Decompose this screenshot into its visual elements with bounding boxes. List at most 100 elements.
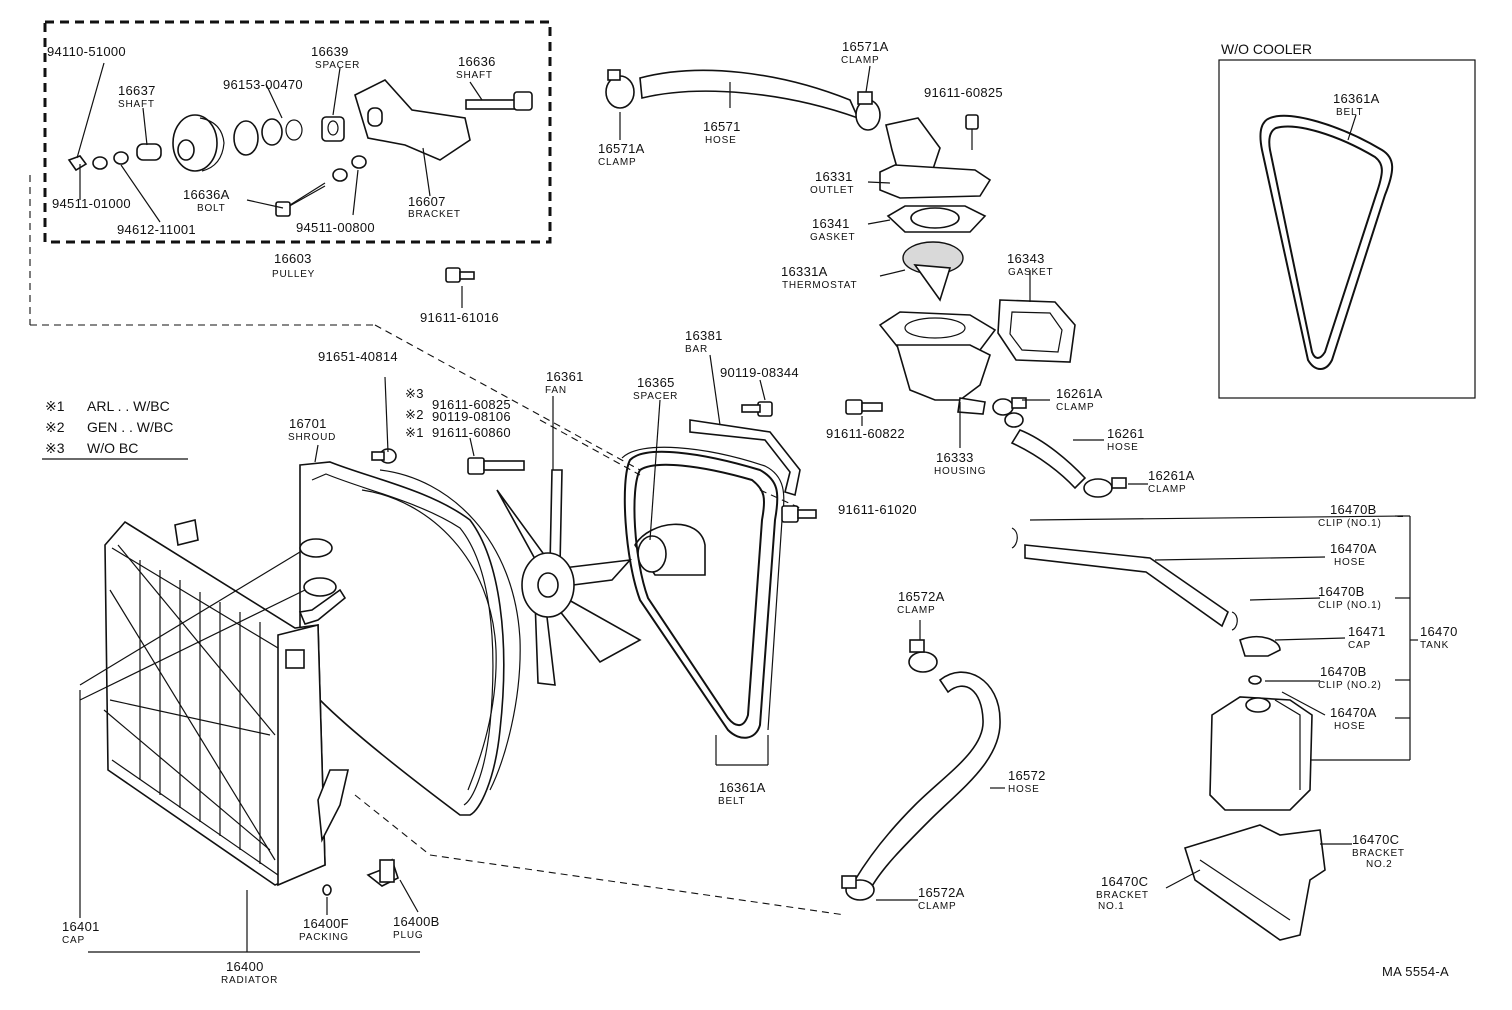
name-16361: FAN — [545, 385, 567, 396]
name-16365: SPACER — [633, 391, 678, 402]
name-16343: GASKET — [1008, 267, 1053, 278]
bolt-91611-60822 — [845, 399, 883, 415]
label-16343: 16343 — [1007, 251, 1045, 266]
label-16401: 16401 — [62, 919, 100, 934]
label-16470B-2: 16470B — [1318, 584, 1365, 599]
name-16333: HOUSING — [934, 466, 986, 477]
pulley-group — [43, 20, 552, 244]
name-16400B: PLUG — [393, 930, 423, 941]
name-16470B-3: CLIP (NO.2) — [1318, 680, 1382, 691]
name-16470C-no2: BRACKET — [1352, 848, 1405, 859]
label-16361: 16361 — [546, 369, 584, 384]
label-16607: 16607 — [408, 194, 446, 209]
name-16636: SHAFT — [456, 70, 493, 81]
name-16571A-left: CLAMP — [598, 157, 636, 168]
label-16470B-3: 16470B — [1320, 664, 1367, 679]
name-16261A-top: CLAMP — [1056, 402, 1094, 413]
label-91651-40814: 91651-40814 — [318, 349, 398, 364]
name-16571A-top: CLAMP — [841, 55, 879, 66]
legend-mark-3: ※3 — [45, 440, 65, 456]
legend-text-3: W/O BC — [87, 440, 138, 456]
name-16381: BAR — [685, 344, 708, 355]
fan-bolt-drawing — [467, 457, 525, 475]
fan-bolt-num-3: 91611-60860 — [432, 425, 511, 440]
legend-mark-1: ※1 — [45, 398, 65, 414]
label-16470: 16470 — [1420, 624, 1458, 639]
name-16470C-no1: BRACKET — [1096, 890, 1149, 901]
name-16572A-top: CLAMP — [897, 605, 935, 616]
label-16636: 16636 — [458, 54, 496, 69]
label-16365: 16365 — [637, 375, 675, 390]
label-16603: 16603 — [274, 251, 312, 266]
fan-bolt-mark-1: ※3 — [405, 386, 424, 401]
label-16572A-bottom: 16572A — [918, 885, 965, 900]
name-16470A-1: HOSE — [1334, 557, 1366, 568]
label-94110-51000: 94110-51000 — [47, 44, 126, 59]
label-16333: 16333 — [936, 450, 974, 465]
lower-hose-drawing — [841, 639, 1001, 901]
name-16572A-bottom: CLAMP — [918, 901, 956, 912]
inset-without-cooler — [1218, 59, 1476, 399]
name-16261: HOSE — [1107, 442, 1139, 453]
name-16607: BRACKET — [408, 209, 461, 220]
name-16341: GASKET — [810, 232, 855, 243]
legend-mark-2: ※2 — [45, 419, 65, 435]
name-16470A-2: HOSE — [1334, 721, 1366, 732]
label-16639: 16639 — [311, 44, 349, 59]
label-91611-61016: 91611-61016 — [420, 310, 499, 325]
label-94612-11001: 94612-11001 — [117, 222, 196, 237]
sub-16470C-no1: NO.1 — [1098, 901, 1125, 912]
shroud-drawing — [299, 448, 521, 816]
label-94511-00800: 94511-00800 — [296, 220, 375, 235]
label-16571: 16571 — [703, 119, 741, 134]
name-16470: TANK — [1420, 640, 1449, 651]
name-16400F: PACKING — [299, 932, 349, 943]
drawing-code: MA 5554-A — [1382, 964, 1449, 979]
label-16470A-2: 16470A — [1330, 705, 1377, 720]
label-16470B-1: 16470B — [1330, 502, 1377, 517]
fan-bolt-mark-3: ※1 — [405, 425, 424, 440]
name-16331A: THERMOSTAT — [782, 280, 857, 291]
label-16261: 16261 — [1107, 426, 1145, 441]
pulley-drawing — [67, 79, 533, 217]
name-16361A-inset: BELT — [1336, 107, 1363, 118]
label-16471: 16471 — [1348, 624, 1386, 639]
label-94511-01000: 94511-01000 — [52, 196, 131, 211]
name-16400: RADIATOR — [221, 975, 278, 986]
fan-bolt-mark-2: ※2 — [405, 407, 424, 422]
label-16470C-no1: 16470C — [1101, 874, 1148, 889]
name-16639: SPACER — [315, 60, 360, 71]
label-16571A-top: 16571A — [842, 39, 889, 54]
legend-text-2: GEN . . W/BC — [87, 419, 173, 435]
label-16361A-belt: 16361A — [719, 780, 766, 795]
label-16400B: 16400B — [393, 914, 440, 929]
bolt-90119-08344 — [741, 401, 773, 417]
name-16636A: BOLT — [197, 203, 226, 214]
label-16572: 16572 — [1008, 768, 1046, 783]
name-16572: HOSE — [1008, 784, 1040, 795]
name-16261A-bottom: CLAMP — [1148, 484, 1186, 495]
fan-drawing — [496, 419, 801, 739]
name-16331: OUTLET — [810, 185, 854, 196]
bolt-91611-61016 — [445, 267, 475, 308]
label-91611-60822: 91611-60822 — [826, 426, 905, 441]
label-16636A: 16636A — [183, 187, 230, 202]
reserve-tank-drawing — [1011, 527, 1326, 941]
legend: ※1 ARL . . W/BC ※2 GEN . . W/BC ※3 W/O B… — [42, 398, 188, 460]
name-16603: PULLEY — [272, 269, 315, 280]
label-16572A-top: 16572A — [898, 589, 945, 604]
bypass-hose-drawing — [992, 397, 1127, 498]
label-16637: 16637 — [118, 83, 156, 98]
label-16331: 16331 — [815, 169, 853, 184]
fan-bolt-num-1: 91611-60825 — [432, 397, 511, 412]
name-16701: SHROUD — [288, 432, 336, 443]
name-16361A-belt: BELT — [718, 796, 745, 807]
name-16637: SHAFT — [118, 99, 155, 110]
sub-16470C-no2: NO.2 — [1366, 859, 1393, 870]
label-16331A: 16331A — [781, 264, 828, 279]
label-16701: 16701 — [289, 416, 327, 431]
label-16571A-left: 16571A — [598, 141, 645, 156]
thermostat-group-drawing — [878, 114, 1076, 415]
label-16470C-no2: 16470C — [1352, 832, 1399, 847]
